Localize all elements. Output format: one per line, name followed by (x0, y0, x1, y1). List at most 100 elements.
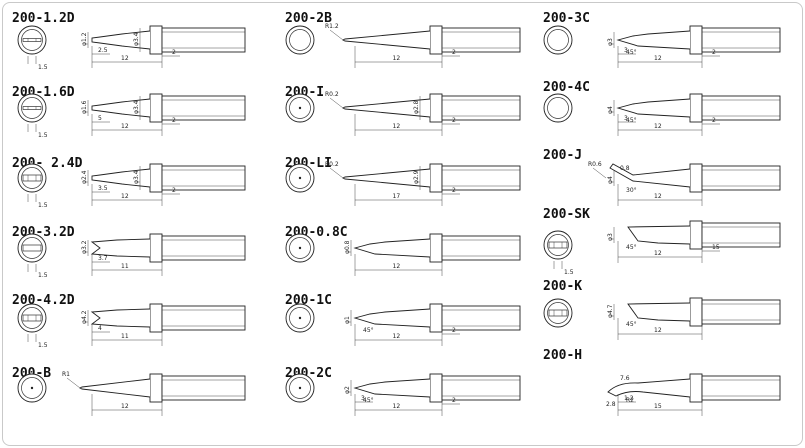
face-dim-text: 1.5 (38, 202, 48, 209)
dia2-dim-text: φ2.9 (413, 170, 420, 184)
len3-dim-text: 2 (172, 117, 176, 124)
front-view-chisel (22, 38, 42, 42)
front-view-outer (543, 298, 573, 328)
tip-working-end (353, 238, 431, 258)
tip-working-end (353, 308, 431, 328)
tip-working-end (627, 302, 691, 322)
tip-working-end (91, 30, 151, 50)
len-dim-text: 12 (654, 250, 662, 257)
front-view-inner (21, 167, 43, 189)
tip-code-label: 200-4.2D (12, 293, 75, 308)
radius-dim-text: R1.2 (325, 23, 339, 30)
tip-collar (429, 303, 443, 333)
tip-collar (689, 220, 703, 250)
front-view-dot (298, 176, 302, 180)
tip-code-label: 200-3.2D (12, 225, 75, 240)
tip-shaft (161, 305, 246, 331)
len1-dim-text: 3 (624, 115, 628, 122)
tip-working-end (90, 308, 151, 328)
front-view-outer (543, 25, 573, 55)
tip-working-end (609, 163, 691, 188)
d1-dim-text: 2.8 (606, 401, 616, 408)
dia-dim-text: φ3.2 (81, 240, 88, 254)
front-view-dot (298, 386, 302, 390)
radius-leader (66, 377, 81, 389)
len-dim-text: 12 (121, 193, 129, 200)
front-view-inner (21, 29, 43, 51)
front-view-outer (17, 233, 47, 263)
front-view-outer (285, 25, 315, 55)
front-view-chisel (22, 244, 42, 252)
radius-dim-text: R0.2 (325, 161, 339, 168)
len3-dim-text: 2 (452, 327, 456, 334)
d2-dim-text: 7.6 (620, 375, 630, 382)
tip-code-label: 200-1C (285, 293, 332, 308)
front-view-chisel (548, 309, 568, 317)
tip-shaft (161, 235, 246, 261)
radius-leader (329, 167, 344, 179)
len3-dim-text: 2 (712, 49, 716, 56)
angle-dim-text: 30° (626, 187, 637, 194)
front-view-chisel (22, 174, 42, 182)
face-dim-text: 1.5 (38, 64, 48, 71)
tip-collar (429, 163, 443, 193)
radius-leader (329, 29, 344, 41)
len3-dim-text: 2 (452, 397, 456, 404)
front-view-inner (21, 237, 43, 259)
tip-collar (429, 233, 443, 263)
dia2-dim-text: φ2.8 (413, 100, 420, 114)
tip-working-end (607, 378, 691, 398)
tip-collar (149, 163, 163, 193)
len-dim-text: 12 (654, 327, 662, 334)
len3-dim-text: 2 (452, 49, 456, 56)
tip-shaft (161, 375, 246, 401)
tip-collar (689, 93, 703, 123)
len3-dim-text: 2 (452, 117, 456, 124)
tip-collar (689, 25, 703, 55)
front-view-outer (17, 93, 47, 123)
len-dim-text: 12 (121, 123, 129, 130)
len-dim-text: 12 (393, 55, 401, 62)
tip-collar (149, 93, 163, 123)
len-dim-text: 12 (654, 123, 662, 130)
front-view-inner (289, 307, 311, 329)
len1-dim-text: 3 (624, 47, 628, 54)
tip-collar (689, 163, 703, 193)
radius-dim-text: R0.6 (588, 161, 602, 168)
dia2-dim-text: φ3.4 (133, 170, 140, 184)
front-view-dot (298, 316, 302, 320)
front-view-outer (17, 163, 47, 193)
front-view-dot (30, 386, 34, 390)
dia-dim-text: φ2 (344, 386, 351, 394)
front-view-outer (543, 230, 573, 260)
front-view-inner (289, 377, 311, 399)
front-view-inner (547, 302, 569, 324)
tip-shaft (701, 299, 781, 325)
len1-dim-text: 4 (98, 325, 102, 332)
tip-code-label: 200-K (543, 279, 582, 294)
len3-dim-text: 2 (712, 117, 716, 124)
len1-dim-text: 3.5 (98, 185, 108, 192)
len3-dim-text: 15 (712, 244, 720, 251)
front-view-chisel (22, 106, 42, 110)
face-dim-text: 1.5 (38, 272, 48, 279)
front-view-inner (547, 29, 569, 51)
len1-dim-text: 3 (361, 395, 365, 402)
len-dim-text: 11 (121, 333, 129, 340)
front-view-dot (298, 106, 302, 110)
len-dim-text: 17 (393, 193, 401, 200)
tip-code-label: 200-1.6D (12, 85, 75, 100)
front-view-inner (547, 234, 569, 256)
